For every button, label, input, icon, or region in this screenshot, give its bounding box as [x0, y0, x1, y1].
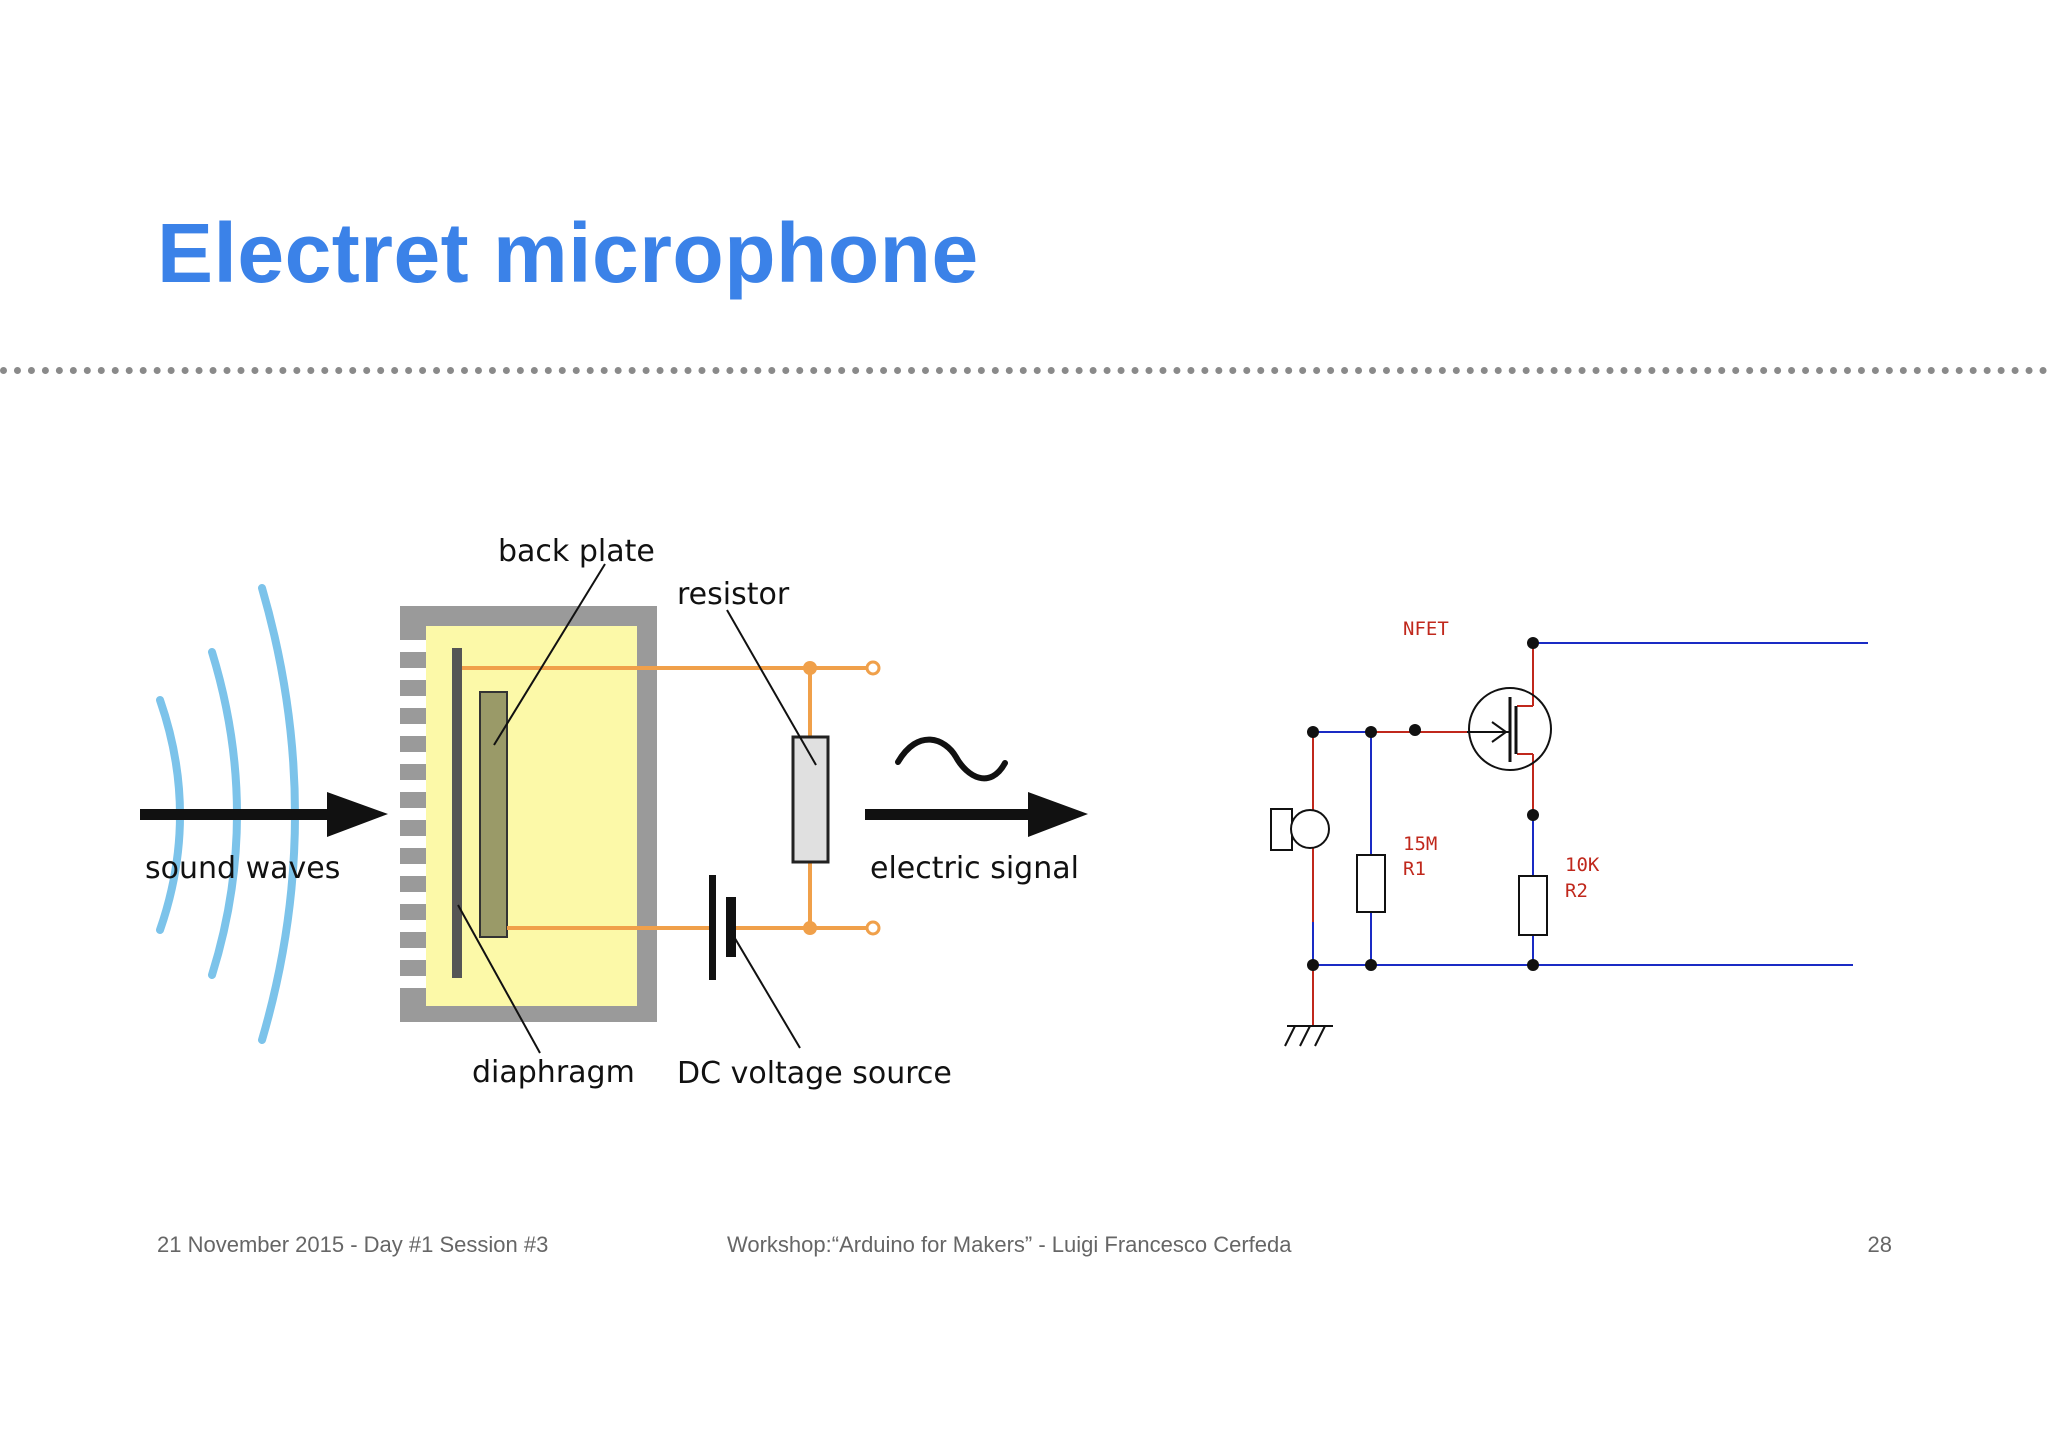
label-dc-source: DC voltage source [677, 1056, 952, 1091]
label-r2-name: R2 [1565, 880, 1588, 902]
microphone-symbol-icon [1270, 808, 1330, 851]
circuit-wires-blue [1312, 642, 1868, 966]
ac-signal-icon [895, 736, 1008, 782]
footer-workshop: Workshop:“Arduino for Makers” - Luigi Fr… [727, 1232, 1292, 1257]
label-electric-signal: electric signal [870, 851, 1079, 886]
footer-page-number: 28 [1867, 1232, 1892, 1257]
label-r1-name: R1 [1403, 858, 1426, 880]
label-r1-value: 15M [1403, 833, 1437, 855]
nfet-transistor-icon [1467, 687, 1552, 771]
signal-arrow-icon [865, 792, 1088, 837]
label-r2-value: 10K [1565, 854, 1600, 876]
label-diaphragm: diaphragm [472, 1055, 635, 1090]
label-sound-waves: sound waves [145, 851, 340, 886]
footer-date: 21 November 2015 - Day #1 Session #3 [157, 1232, 549, 1257]
resistor-symbol [791, 735, 830, 864]
wiring-junction-dots [803, 661, 817, 935]
label-leader-lines [457, 563, 817, 1054]
slide-title: Electret microphone [157, 206, 979, 300]
sound-arrow-icon [140, 792, 388, 837]
diaphragm-plate [452, 648, 462, 978]
label-resistor: resistor [677, 577, 790, 612]
circuit-junction-dots [1307, 637, 1539, 971]
resistor-r1-symbol [1356, 854, 1386, 913]
output-terminals [865, 660, 881, 936]
label-back-plate: back plate [498, 534, 655, 569]
resistor-r2-symbol [1518, 875, 1548, 936]
battery-symbol [709, 875, 736, 980]
title-divider [0, 367, 2048, 374]
capsule-wiring [462, 666, 870, 930]
label-nfet: NFET [1403, 618, 1449, 640]
ground-symbol-icon [1284, 1025, 1333, 1047]
